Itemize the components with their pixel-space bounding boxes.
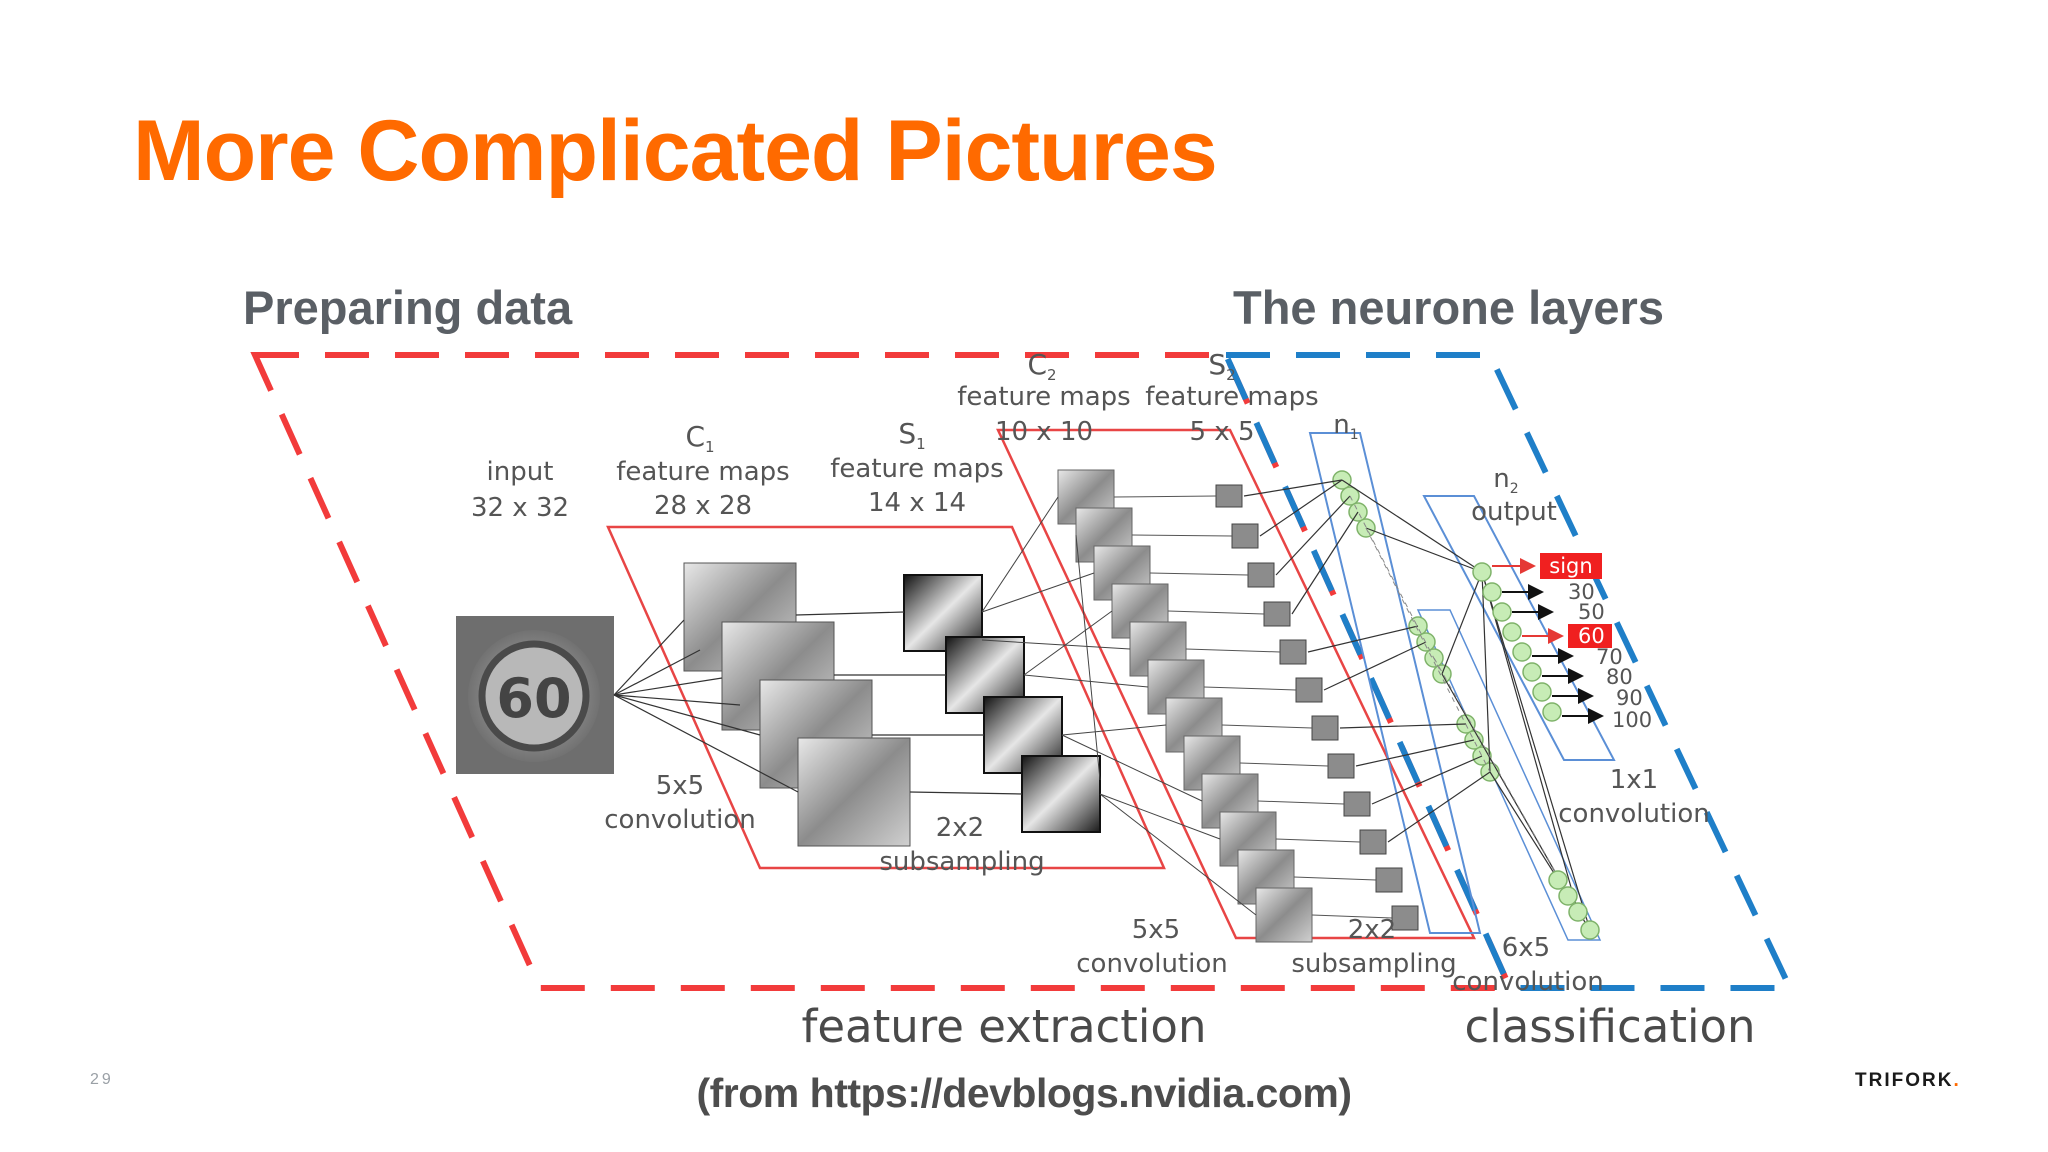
output-label-90: 90 bbox=[1616, 686, 1643, 710]
c2-size: 10 x 10 bbox=[995, 417, 1093, 447]
s2-label: S2 bbox=[1208, 348, 1235, 384]
n1-label: n1 bbox=[1333, 410, 1358, 443]
n2-output-nodes bbox=[1472, 562, 1600, 940]
n2-frame bbox=[1422, 495, 1616, 761]
output-sign-highlight bbox=[1540, 553, 1602, 579]
feature-extraction-label: feature extraction bbox=[802, 1000, 1207, 1053]
connections-stage2 bbox=[981, 496, 1257, 916]
s2-size: 5 x 5 bbox=[1190, 417, 1255, 447]
logo-text: TRIFORK bbox=[1855, 1070, 1954, 1091]
connections-stage1 bbox=[613, 611, 1023, 795]
subheading-preparing-data: Preparing data bbox=[243, 281, 573, 334]
classification-label: classification bbox=[1464, 1000, 1755, 1053]
output-label-70: 70 bbox=[1596, 645, 1623, 669]
sub2-label: subsampling bbox=[1291, 949, 1456, 979]
input-size: 32 x 32 bbox=[471, 493, 569, 523]
c1-label: C1 bbox=[685, 420, 714, 456]
n2-description: output bbox=[1471, 497, 1557, 527]
page-number: 29 bbox=[90, 1071, 114, 1088]
output-arrows bbox=[1492, 558, 1604, 724]
s1-description: feature maps bbox=[830, 454, 1003, 484]
conv4-size: 1x1 bbox=[1610, 765, 1658, 795]
s1-size: 14 x 14 bbox=[868, 488, 966, 518]
input-label: input bbox=[487, 457, 554, 487]
logo-dot: . bbox=[1953, 1070, 1961, 1091]
conv4-label: convolution bbox=[1558, 799, 1709, 829]
s1-feature-maps bbox=[903, 574, 1101, 833]
n2-label: n2 bbox=[1493, 464, 1518, 497]
output-label-sign: sign bbox=[1549, 554, 1592, 578]
output-label-50: 50 bbox=[1578, 600, 1605, 624]
trifork-logo: TRIFORK. bbox=[1855, 1070, 1961, 1092]
c2-feature-maps bbox=[1057, 469, 1313, 943]
c1-feature-maps bbox=[683, 562, 911, 847]
dashed-links bbox=[1349, 495, 1561, 881]
n1-frame bbox=[1308, 432, 1482, 934]
s1-label: S1 bbox=[898, 417, 925, 453]
n1b-frame bbox=[1416, 609, 1602, 941]
output-label-30: 30 bbox=[1568, 580, 1595, 604]
conv2-label: convolution bbox=[1076, 949, 1227, 979]
s2-feature-maps bbox=[1215, 484, 1419, 931]
c2-description: feature maps bbox=[957, 382, 1130, 412]
source-citation: (from https://devblogs.nvidia.com) bbox=[696, 1070, 1352, 1116]
input-sign-number: 60 bbox=[496, 667, 571, 730]
output-label-100: 100 bbox=[1612, 708, 1652, 732]
s2-description: feature maps bbox=[1145, 382, 1318, 412]
feature-extraction-box bbox=[250, 352, 1515, 991]
c1-description: feature maps bbox=[616, 457, 789, 487]
conv1-label: convolution bbox=[604, 805, 755, 835]
c2-label: C2 bbox=[1027, 348, 1056, 384]
sub1-label: subsampling bbox=[879, 847, 1044, 877]
conv3-size: 6x5 bbox=[1502, 933, 1550, 963]
slide-title: More Complicated Pictures bbox=[133, 103, 1218, 199]
sub2-size: 2x2 bbox=[1348, 915, 1396, 945]
connections-c2-s2 bbox=[1113, 495, 1393, 919]
conv1-size: 5x5 bbox=[656, 771, 704, 801]
stage2-frame bbox=[996, 428, 1476, 940]
conv2-size: 5x5 bbox=[1132, 915, 1180, 945]
classification-box bbox=[1221, 352, 1795, 991]
output-label-80: 80 bbox=[1606, 665, 1633, 689]
output-60-highlight bbox=[1568, 624, 1612, 648]
subheading-neurone-layers: The neurone layers bbox=[1233, 281, 1664, 334]
stage1-frame bbox=[606, 525, 1166, 870]
conv3-label: convolution bbox=[1452, 967, 1603, 997]
connections-n1-n2 bbox=[1243, 479, 1591, 931]
c1-size: 28 x 28 bbox=[654, 491, 752, 521]
sub1-size: 2x2 bbox=[936, 813, 984, 843]
input-image: 60 bbox=[456, 616, 614, 774]
output-label-60: 60 bbox=[1578, 624, 1605, 648]
